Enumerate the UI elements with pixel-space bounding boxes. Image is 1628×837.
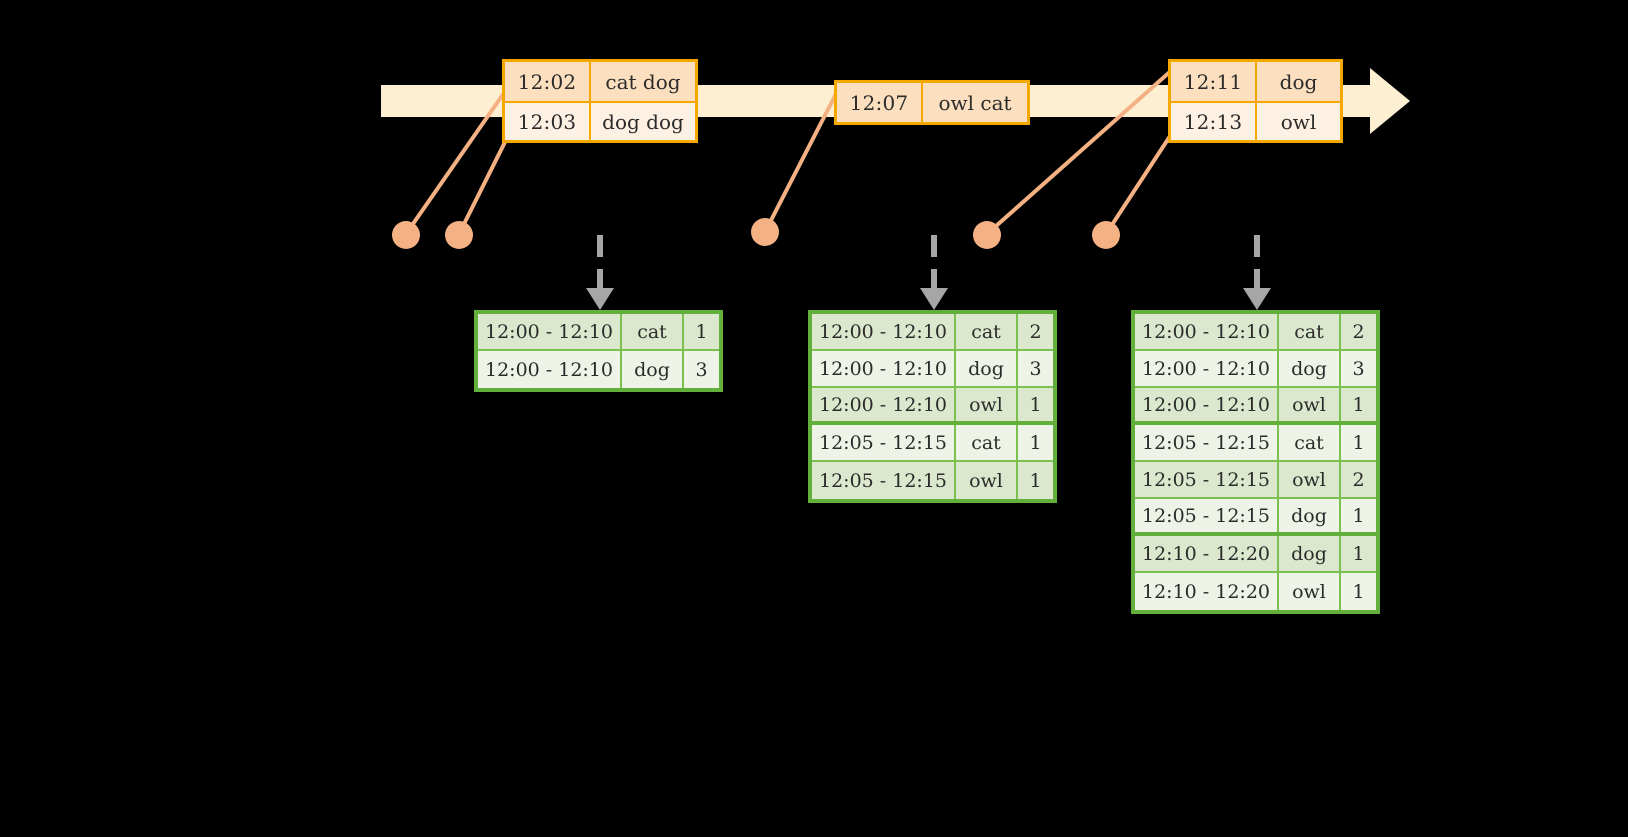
- connector-dot-1: [392, 221, 420, 249]
- cell-window: 12:00 - 12:10: [1135, 351, 1279, 386]
- cell-key: owl: [956, 462, 1018, 499]
- cell-count: 3: [1029, 357, 1042, 380]
- cell-count: 1: [1352, 542, 1365, 565]
- cell-window: 12:05 - 12:15: [1135, 462, 1279, 497]
- event-row[interactable]: 12:11 dog: [1171, 62, 1340, 101]
- event-payload: dog dog: [602, 109, 684, 134]
- cell-count: 1: [1029, 431, 1042, 454]
- cell-count: 2: [1352, 320, 1365, 343]
- cell-window: 12:00 - 12:10: [1135, 314, 1279, 349]
- cell-key: cat: [956, 314, 1018, 349]
- cell-key: dog: [1279, 536, 1341, 571]
- connector-dot-3: [751, 218, 779, 246]
- cell-count: 3: [695, 358, 708, 381]
- event-payload: dog: [1279, 69, 1318, 94]
- cell-key: dog: [1279, 499, 1341, 532]
- event-payload: owl: [1280, 109, 1317, 134]
- event-box-group-3[interactable]: 12:11 dog 12:13 owl: [1168, 59, 1343, 143]
- cell-window: 12:10 - 12:20: [1135, 573, 1279, 610]
- cell-key: dog: [622, 351, 684, 388]
- cell-count: 3: [1352, 357, 1365, 380]
- cell-count: 1: [695, 320, 708, 343]
- cell-count: 2: [1352, 468, 1365, 491]
- cell-key: cat: [956, 425, 1018, 460]
- event-row[interactable]: 12:13 owl: [1171, 101, 1340, 140]
- cell-window: 12:10 - 12:20: [1135, 536, 1279, 571]
- flow-arrows: [597, 235, 1260, 288]
- event-row[interactable]: 12:03 dog dog: [505, 101, 695, 140]
- cell-window: 12:00 - 12:10: [478, 314, 622, 349]
- cell-key: cat: [1279, 314, 1341, 349]
- cell-key: owl: [1279, 573, 1341, 610]
- cell-count: 2: [1029, 320, 1042, 343]
- connector-dot-5: [1092, 221, 1120, 249]
- cell-window: 12:00 - 12:10: [812, 314, 956, 349]
- event-row[interactable]: 12:07 owl cat: [837, 83, 1027, 122]
- event-time: 12:13: [1171, 103, 1257, 140]
- cell-count: 1: [1352, 504, 1365, 527]
- event-box-group-1[interactable]: 12:02 cat dog 12:03 dog dog: [502, 59, 698, 143]
- connector-dot-2: [445, 221, 473, 249]
- cell-window: 12:05 - 12:15: [812, 425, 956, 460]
- connector-dots: [392, 218, 1120, 249]
- event-time: 12:07: [837, 83, 923, 122]
- cell-window: 12:05 - 12:15: [1135, 425, 1279, 460]
- cell-window: 12:00 - 12:10: [478, 351, 622, 388]
- cell-window: 12:00 - 12:10: [812, 351, 956, 386]
- event-payload: owl cat: [938, 90, 1012, 115]
- cell-key: cat: [622, 314, 684, 349]
- cell-key: owl: [1279, 462, 1341, 497]
- cell-window: 12:00 - 12:10: [1135, 388, 1279, 421]
- cell-key: owl: [1279, 388, 1341, 421]
- cell-count: 1: [1352, 393, 1365, 416]
- cell-window: 12:05 - 12:15: [812, 462, 956, 499]
- event-time: 12:03: [505, 103, 591, 140]
- cell-count: 1: [1029, 393, 1042, 416]
- cell-window: 12:05 - 12:15: [1135, 499, 1279, 532]
- event-box-group-2[interactable]: 12:07 owl cat: [834, 80, 1030, 125]
- event-time: 12:02: [505, 62, 591, 101]
- cell-key: cat: [1279, 425, 1341, 460]
- cell-key: owl: [956, 388, 1018, 421]
- event-payload: cat dog: [605, 69, 681, 94]
- cell-count: 1: [1029, 469, 1042, 492]
- flow-arrowheads: [586, 288, 1271, 310]
- event-row[interactable]: 12:02 cat dog: [505, 62, 695, 101]
- cell-window: 12:00 - 12:10: [812, 388, 956, 421]
- cell-key: dog: [956, 351, 1018, 386]
- cell-key: dog: [1279, 351, 1341, 386]
- cell-count: 1: [1352, 580, 1365, 603]
- cell-count: 1: [1352, 431, 1365, 454]
- connector-dot-4: [973, 221, 1001, 249]
- event-time: 12:11: [1171, 62, 1257, 101]
